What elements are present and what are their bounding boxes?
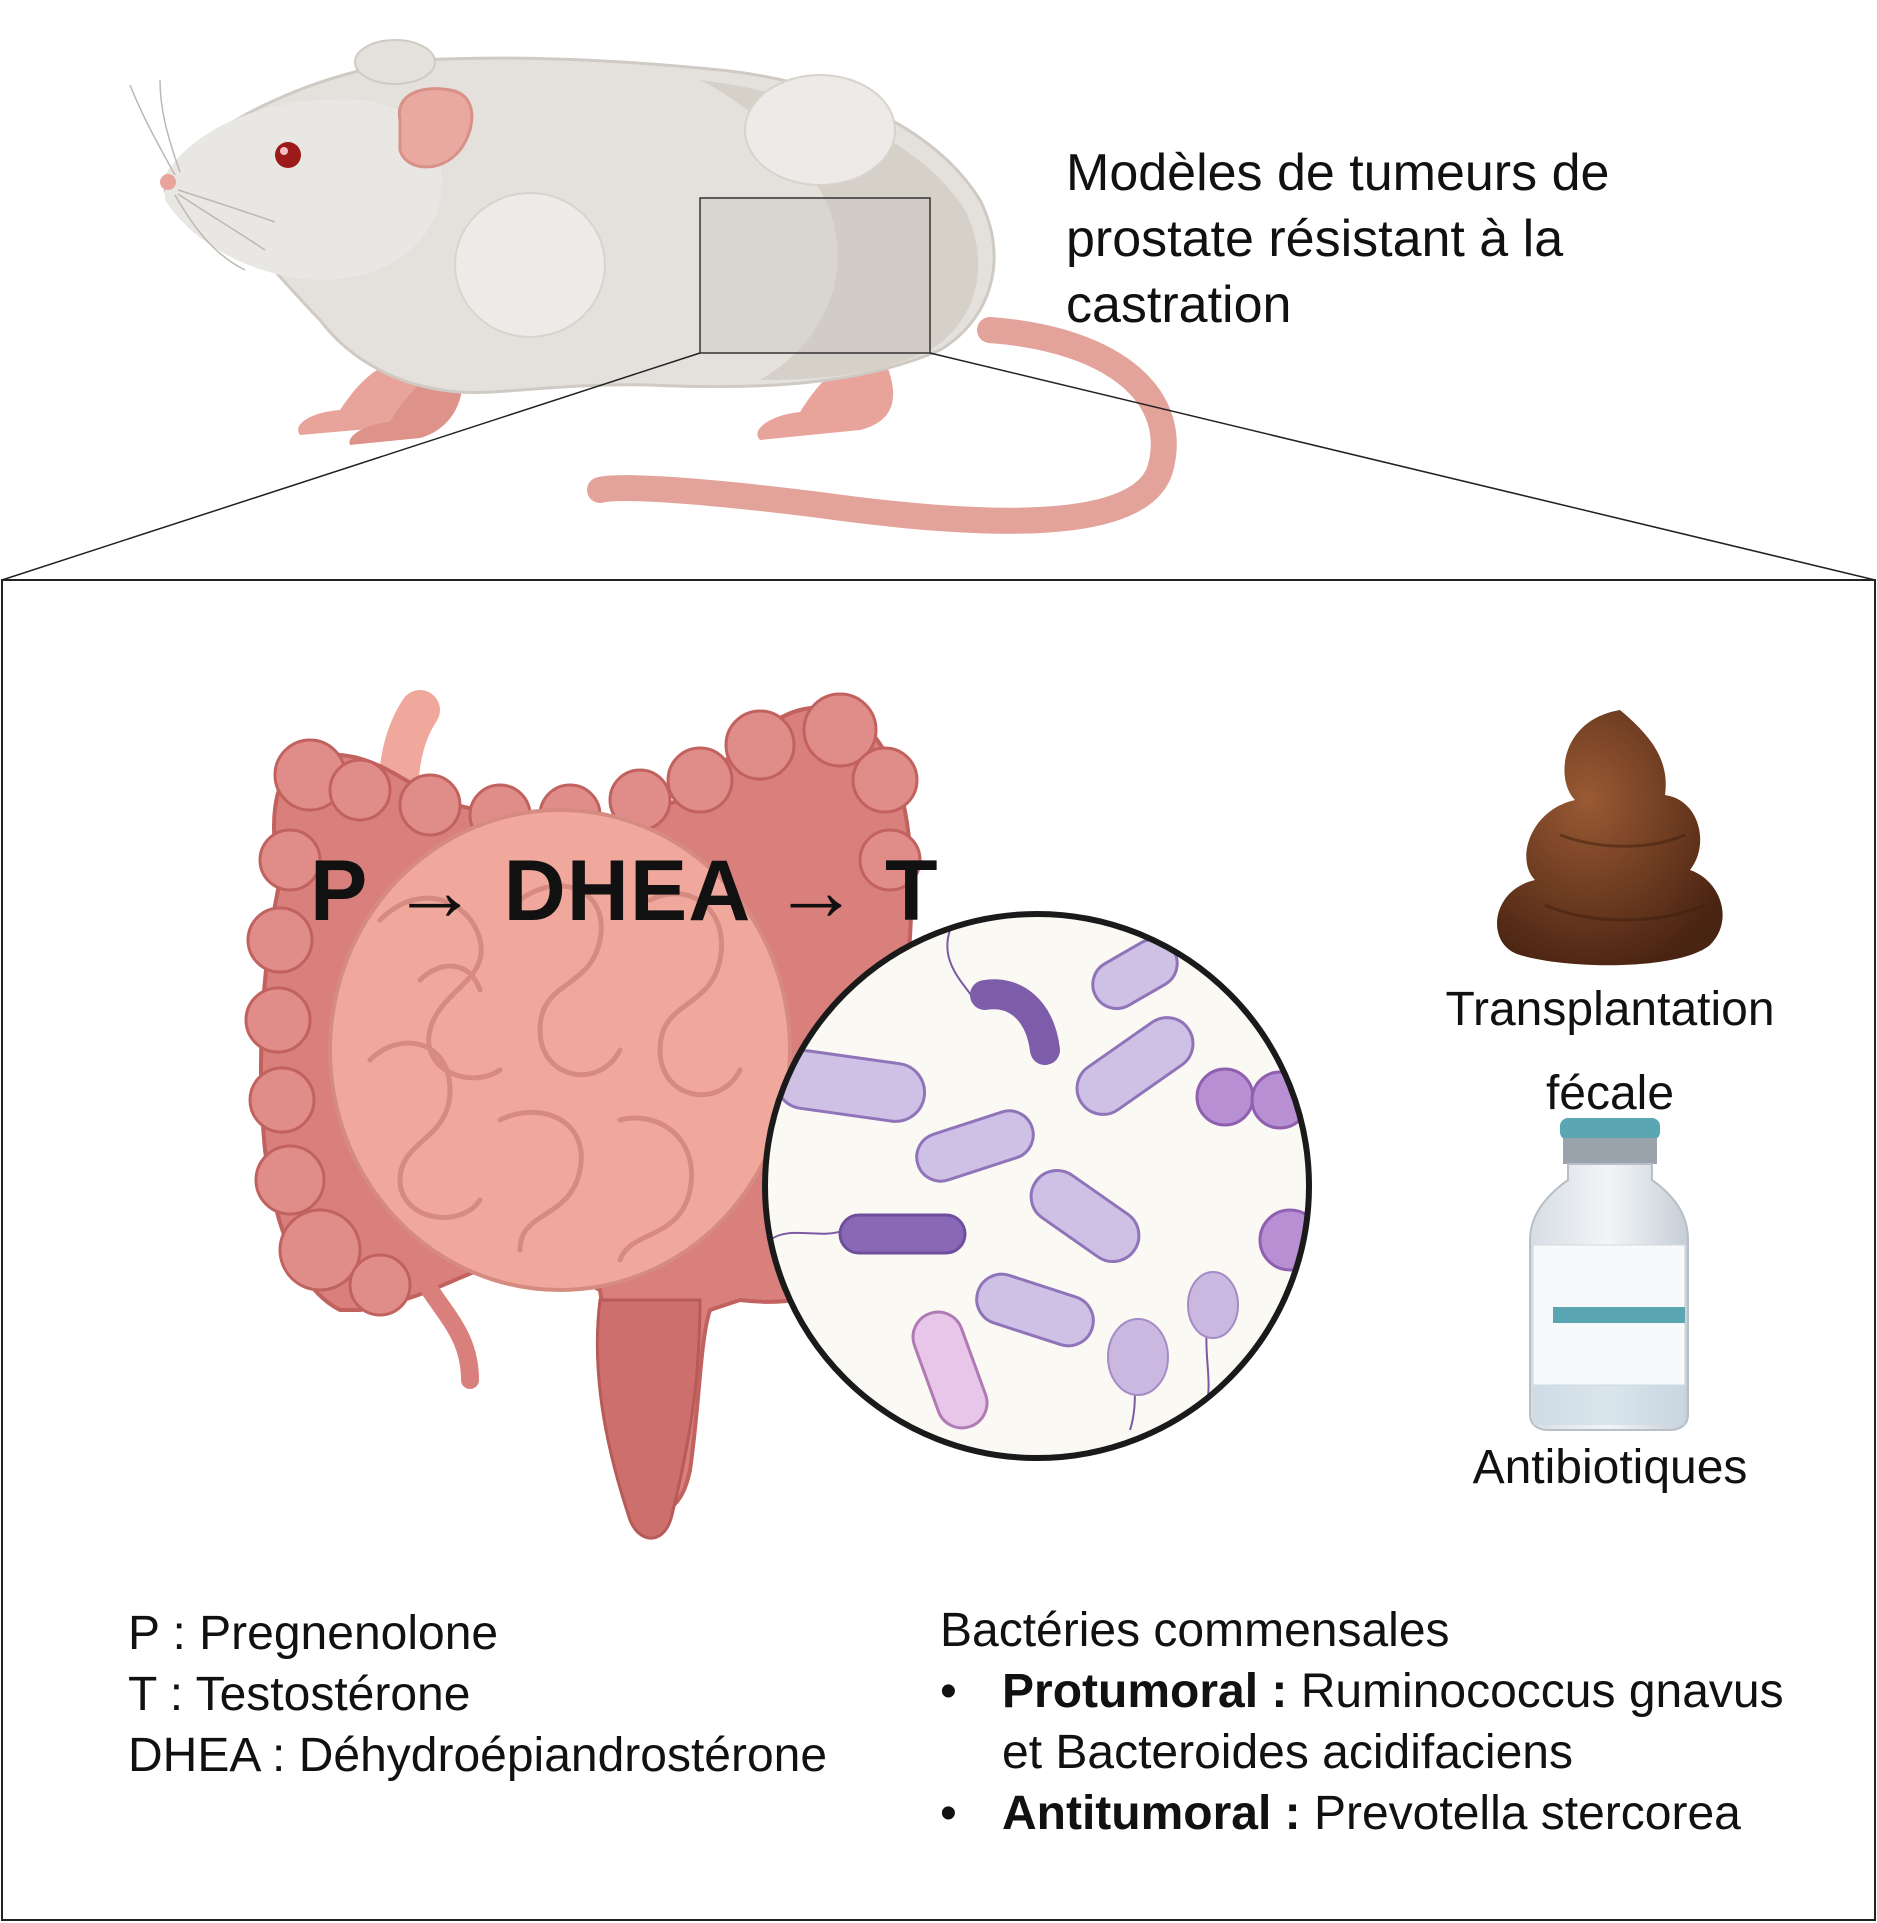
mouse-caption-line: prostate résistant à la [1066,210,1564,268]
mouse-ear [397,87,474,169]
bacteria-bullet-antitumoral: • Antitumoral : Prevotella stercorea [940,1783,1784,1844]
protumoral-species: Ruminococcus gnavus [1287,1665,1784,1718]
small-intestine [328,808,792,1292]
pathway-arrow: → [391,843,479,939]
abbreviation-legend: P : Pregnenolone T : Testostérone DHEA :… [128,1603,827,1786]
bacteria-magnifier [762,911,1312,1461]
legend-item: P : Pregnenolone [128,1607,499,1660]
pathway-p: P [310,843,367,939]
rod-bacterium [915,1109,1035,1183]
protumoral-species-continued: et Bacteroides acidifaciens [1002,1726,1573,1779]
mouse-model-caption: Modèles de tumeurs de prostate résistant… [1066,140,1609,338]
legend-item: DHEA : Déhydroépiandrostérone [128,1729,828,1782]
mouse-head [165,99,442,280]
bullet-glyph: • [940,1665,957,1718]
commensal-bacteria-list: Bactéries commensales • Protumoral : Rum… [940,1600,1784,1844]
steroid-pathway: P → DHEA → T [310,842,938,941]
antibiotic-vial-icon [1529,1118,1689,1431]
rod-bacterium [975,1272,1095,1348]
antibiotics-label: Antibiotiques [1472,1441,1748,1494]
mouse-eye [275,142,301,168]
bacteria-title: Bactéries commensales [940,1604,1450,1657]
protumoral-label: Protumoral : [1002,1665,1288,1718]
zoom-line-left [1,352,701,581]
mouse-caption-line: Modèles de tumeurs de [1066,144,1610,202]
rod-bacterium [1029,1168,1141,1264]
fecal-transplant-label: Transplantation fécale [1445,983,1775,1120]
rod-bacterium [911,1310,989,1430]
antitumoral-label: Antitumoral : [1002,1787,1301,1840]
zoom-panel-frame [1,579,1876,1921]
mouse-illustration [129,39,1177,534]
magnifier-ring [762,911,1312,1461]
legend-item: T : Testostérone [128,1668,471,1721]
rod-bacterium [838,1213,967,1255]
intestine-illustration [244,690,922,1540]
bacteria-bullet-protumoral: • Protumoral : Ruminococcus gnavus et Ba… [940,1661,1784,1783]
mouse-tail [587,317,1177,534]
bullet-glyph: • [940,1787,957,1840]
pathway-dhea: DHEA [503,843,749,939]
stool-icon [1497,710,1723,966]
zoom-region-box [699,197,931,354]
zoom-line-right [929,352,1876,581]
mouse-caption-line: castration [1066,276,1292,334]
pathway-t: T [884,843,939,939]
pathway-arrow: → [773,843,861,939]
antitumoral-species: Prevotella stercorea [1300,1787,1741,1840]
rod-bacterium [1075,1016,1195,1116]
